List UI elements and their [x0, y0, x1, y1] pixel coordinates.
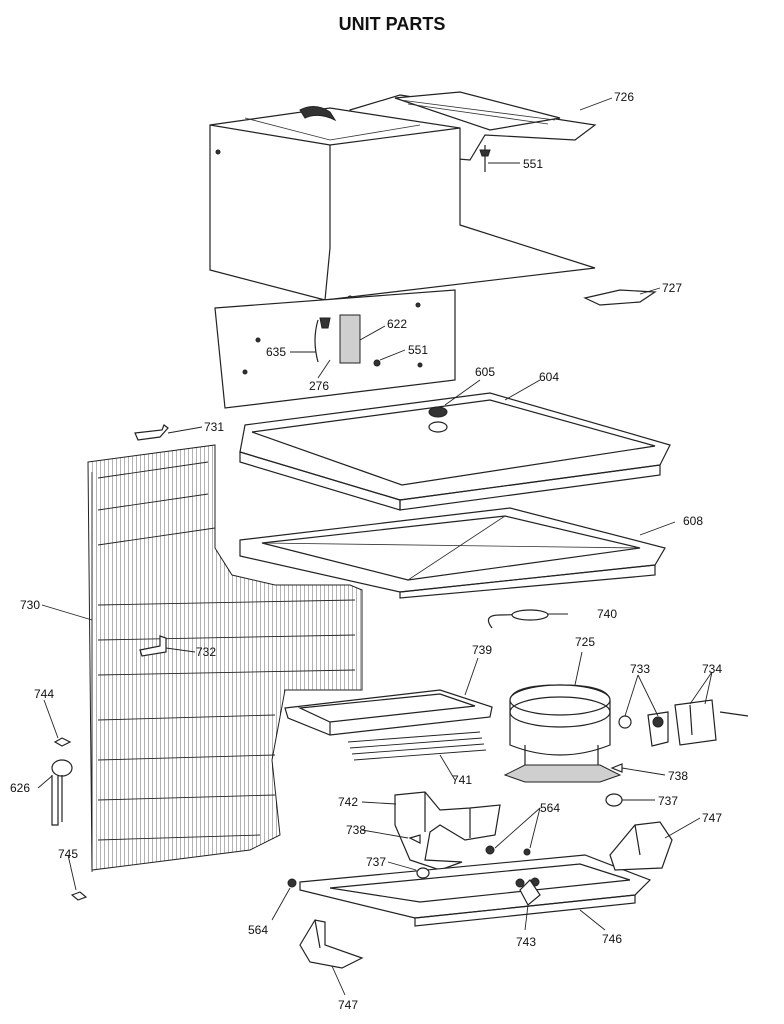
grommet-737-left	[416, 867, 430, 879]
label-732: 732	[196, 645, 216, 659]
label-734: 734	[702, 662, 722, 676]
label-276: 276	[309, 379, 329, 393]
label-744: 744	[34, 687, 54, 701]
condenser-coil-730	[87, 444, 363, 872]
label-730: 730	[20, 598, 40, 612]
label-622: 622	[387, 317, 407, 331]
base-plate-746	[299, 854, 652, 927]
label-551-top: 551	[523, 157, 543, 171]
label-742: 742	[338, 795, 358, 809]
label-740: 740	[597, 607, 617, 621]
bracket-742	[394, 791, 501, 871]
label-726: 726	[614, 90, 634, 104]
label-608: 608	[683, 514, 703, 528]
relay-cover-734	[674, 699, 749, 746]
label-739: 739	[472, 643, 492, 657]
label-564-mid: 564	[540, 801, 560, 815]
label-746: 746	[602, 932, 622, 946]
screw-564-right	[523, 848, 531, 856]
rail-727	[583, 289, 657, 306]
diagram-title: UNIT PARTS	[338, 14, 446, 34]
drain-tray-608	[239, 507, 666, 599]
label-731: 731	[204, 420, 224, 434]
screw-564-left	[287, 878, 297, 888]
grommet-737-right	[605, 793, 623, 807]
label-737-left: 737	[366, 855, 386, 869]
clip-745	[70, 891, 88, 901]
bracket-747-right	[609, 821, 673, 871]
clip-738-right	[610, 763, 623, 773]
label-738-left: 738	[346, 823, 366, 837]
evaporator-housing	[209, 106, 596, 301]
label-745: 745	[58, 847, 78, 861]
label-604: 604	[539, 370, 559, 384]
screw-564-mid	[485, 845, 495, 855]
drawer-739	[284, 689, 493, 736]
bracket-747-left	[299, 919, 364, 969]
label-747-right: 747	[702, 811, 722, 825]
screw-551-top	[479, 145, 491, 172]
label-743: 743	[516, 935, 536, 949]
sensor-740	[487, 609, 549, 629]
label-564-left: 564	[248, 923, 268, 937]
label-733: 733	[630, 662, 650, 676]
label-741: 741	[452, 773, 472, 787]
back-panel	[214, 289, 456, 409]
label-635: 635	[266, 345, 286, 359]
label-725: 725	[575, 635, 595, 649]
label-747-left: 747	[338, 998, 358, 1012]
label-551-mid: 551	[408, 343, 428, 357]
overload-626	[51, 759, 73, 826]
label-738-right: 738	[668, 769, 688, 783]
part-labels: 726 551 727 622 635 551 276 605 604 731 …	[10, 90, 722, 1012]
insulation-strips-741	[347, 731, 487, 761]
label-626: 626	[10, 781, 30, 795]
clip-732	[139, 635, 167, 657]
label-605: 605	[475, 365, 495, 379]
label-737-right: 737	[658, 794, 678, 808]
bracket-743	[519, 879, 541, 906]
clip-738-left	[408, 834, 421, 844]
drain-pan-604	[239, 392, 671, 511]
compressor-725	[503, 684, 622, 783]
relay-733	[618, 711, 669, 747]
clip-731	[134, 424, 169, 441]
leader-lines	[37, 97, 713, 996]
label-727: 727	[662, 281, 682, 295]
clip-744	[53, 737, 72, 747]
